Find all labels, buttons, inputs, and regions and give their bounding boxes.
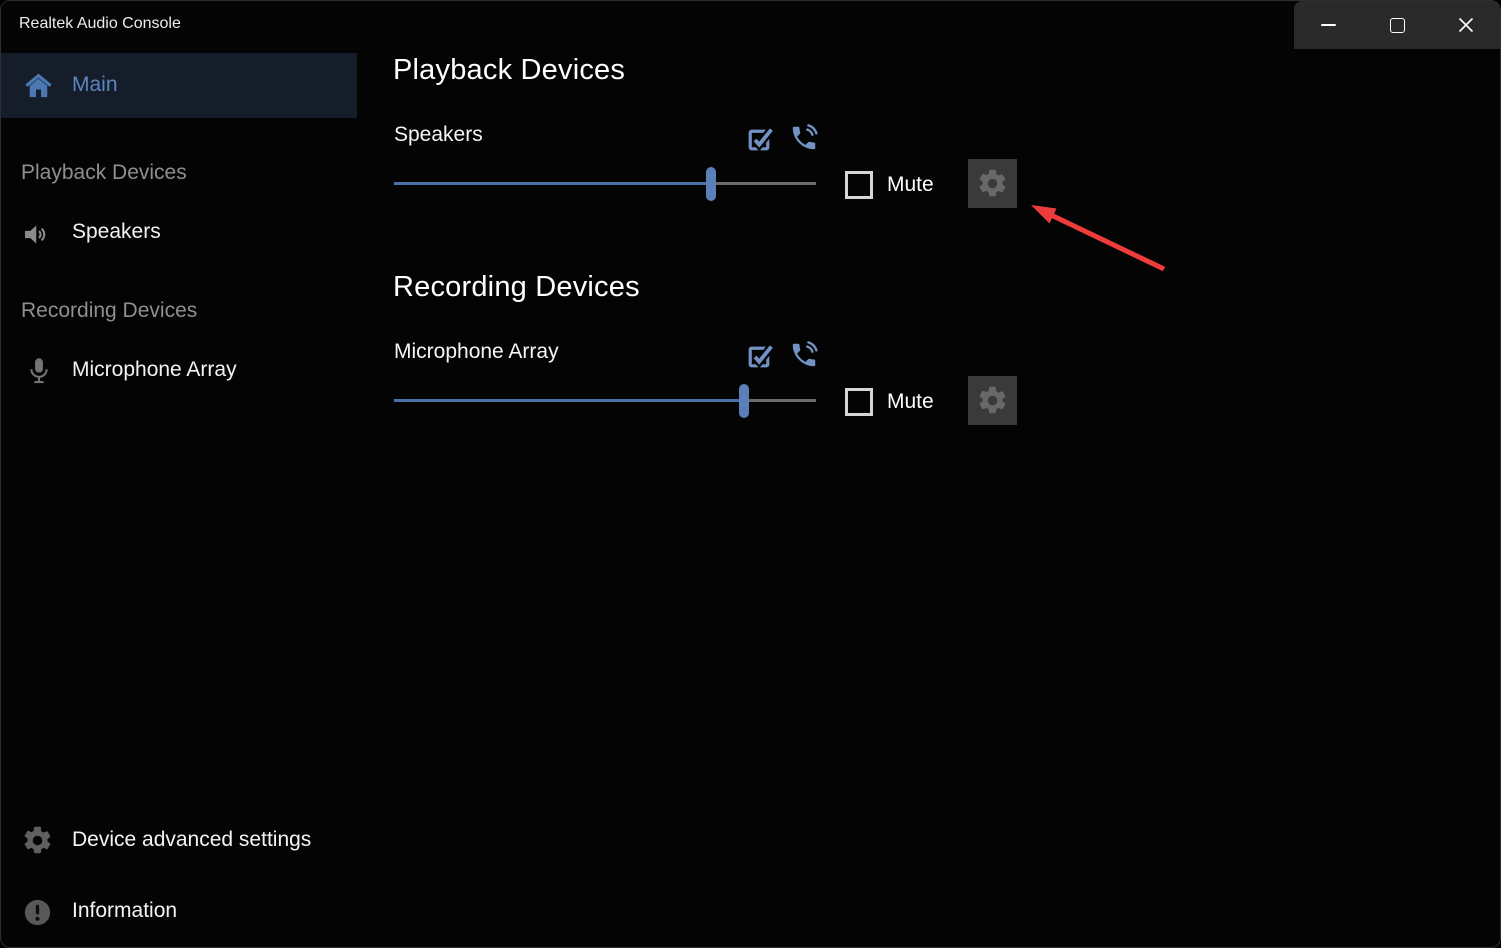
sidebar-item-speakers[interactable]: Speakers — [72, 220, 161, 243]
sidebar-header-recording: Recording Devices — [21, 299, 198, 322]
gear-icon — [979, 386, 1006, 414]
slider-thumb[interactable] — [739, 384, 750, 418]
microphone-icon — [30, 358, 48, 384]
recording-mute-label: Mute — [887, 390, 934, 413]
default-device-check-icon[interactable] — [746, 341, 775, 370]
sidebar-item-main[interactable]: Main — [1, 53, 357, 118]
recording-device-name: Microphone Array — [394, 340, 559, 363]
sidebar-item-main-label: Main — [72, 73, 118, 96]
playback-mute-label: Mute — [887, 173, 934, 196]
slider-fill — [394, 399, 745, 402]
recording-mute-checkbox[interactable] — [845, 388, 873, 416]
recording-settings-gear-button[interactable] — [968, 376, 1017, 425]
playback-volume-slider[interactable] — [394, 167, 816, 201]
speaker-icon — [25, 225, 46, 244]
sidebar-item-microphone-array[interactable]: Microphone Array — [72, 358, 237, 381]
maximize-button[interactable] — [1363, 1, 1432, 49]
titlebar: Realtek Audio Console — [1, 1, 1500, 49]
playback-settings-gear-button[interactable] — [968, 159, 1017, 208]
slider-fill — [394, 182, 711, 185]
slider-thumb[interactable] — [705, 167, 716, 201]
maximize-icon — [1389, 17, 1405, 33]
close-button[interactable] — [1431, 1, 1500, 49]
minimize-button[interactable] — [1294, 1, 1363, 49]
window-controls — [1294, 1, 1500, 49]
sidebar-header-playback: Playback Devices — [21, 161, 187, 184]
recording-volume-slider[interactable] — [394, 384, 816, 418]
communication-phone-icon[interactable] — [789, 340, 819, 370]
recording-devices-heading: Recording Devices — [393, 271, 640, 303]
playback-devices-heading: Playback Devices — [393, 54, 626, 86]
communication-phone-icon[interactable] — [789, 123, 819, 153]
default-device-check-icon[interactable] — [746, 124, 775, 153]
home-icon — [25, 73, 52, 98]
info-icon — [24, 899, 51, 926]
sidebar-item-information[interactable]: Information — [72, 899, 178, 922]
gear-icon — [979, 169, 1006, 197]
app-title: Realtek Audio Console — [19, 15, 181, 32]
gear-icon — [24, 826, 51, 854]
playback-mute-checkbox[interactable] — [845, 171, 873, 199]
sidebar-item-device-advanced-settings[interactable]: Device advanced settings — [72, 828, 312, 851]
close-icon — [1458, 17, 1473, 33]
minimize-icon — [1320, 24, 1336, 26]
playback-device-name: Speakers — [394, 123, 483, 146]
